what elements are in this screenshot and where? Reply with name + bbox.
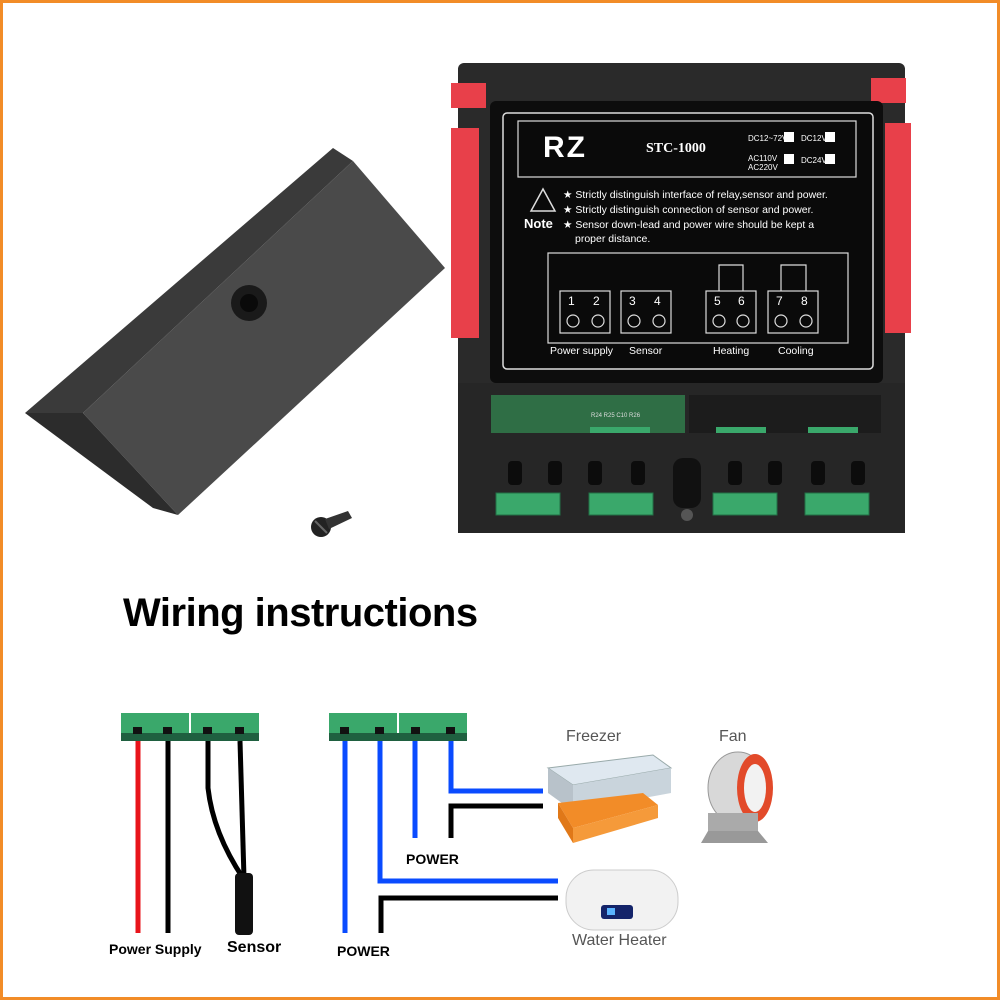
voltage-checkbox-1: [784, 132, 794, 142]
voltage-checkbox-4: [825, 154, 835, 164]
terminal-1: 1: [568, 294, 575, 308]
note-line-2: ★ Strictly distinguish connection of sen…: [563, 204, 814, 216]
terminal-7: 7: [776, 294, 783, 308]
pcb-markings: R24 R25 C10 R26: [591, 413, 641, 419]
product-photo: [25, 63, 911, 537]
screw: [311, 511, 352, 537]
wire-black-freezer: [448, 803, 543, 838]
note-line-3: ★ Sensor down-lead and power wire should…: [563, 219, 815, 231]
voltage-option-1: DC12~72V: [748, 134, 788, 143]
label-fan: Fan: [719, 728, 747, 745]
label-power-supply: Power Supply: [109, 941, 202, 957]
wire-blue-freezer: [448, 741, 543, 794]
freezer-image: [546, 754, 673, 843]
group-sensor: Sensor: [629, 345, 663, 357]
terminal-6: 6: [738, 294, 745, 308]
group-cooling: Cooling: [778, 345, 814, 357]
fan-image: [701, 751, 773, 843]
sensor-wire-2: [237, 740, 247, 879]
sensor-wire-1: [205, 741, 246, 880]
model-label: STC-1000: [646, 141, 706, 156]
voltage-option-3: AC110V AC220V: [748, 154, 778, 172]
note-line-4: proper distance.: [575, 233, 651, 245]
group-power-supply: Power supply: [550, 345, 614, 357]
voltage-option-2: DC12V: [801, 134, 827, 143]
sensor-probe: [235, 873, 253, 935]
label-sensor: Sensor: [227, 939, 282, 956]
voltage-option-4: DC24V: [801, 156, 827, 165]
terminal-block-right: [329, 713, 467, 741]
terminal-block-left: [121, 713, 259, 741]
terminal-8: 8: [801, 294, 808, 308]
controller-body: [451, 63, 911, 533]
wire-black-heater: [378, 895, 558, 933]
label-freezer: Freezer: [566, 728, 622, 745]
group-heating: Heating: [713, 345, 750, 357]
voltage-checkbox-2: [825, 132, 835, 142]
wiring-heading: Wiring instructions: [123, 591, 478, 635]
terminal-4: 4: [654, 294, 661, 308]
wire-blue-heater: [377, 741, 558, 884]
voltage-checkbox-3: [784, 154, 794, 164]
label-power-mid: POWER: [406, 851, 459, 867]
terminal-3: 3: [629, 294, 636, 308]
mounting-bracket: [25, 148, 445, 515]
brand-logo: RZ: [543, 131, 587, 164]
terminal-5: 5: [714, 294, 721, 308]
label-power-bottom: POWER: [337, 943, 390, 959]
note-label: Note: [524, 216, 553, 231]
note-line-1: ★ Strictly distinguish interface of rela…: [563, 189, 828, 201]
terminal-2: 2: [593, 294, 600, 308]
label-water-heater: Water Heater: [572, 932, 667, 949]
water-heater-image: [565, 869, 679, 931]
wiring-diagram: [121, 713, 773, 935]
